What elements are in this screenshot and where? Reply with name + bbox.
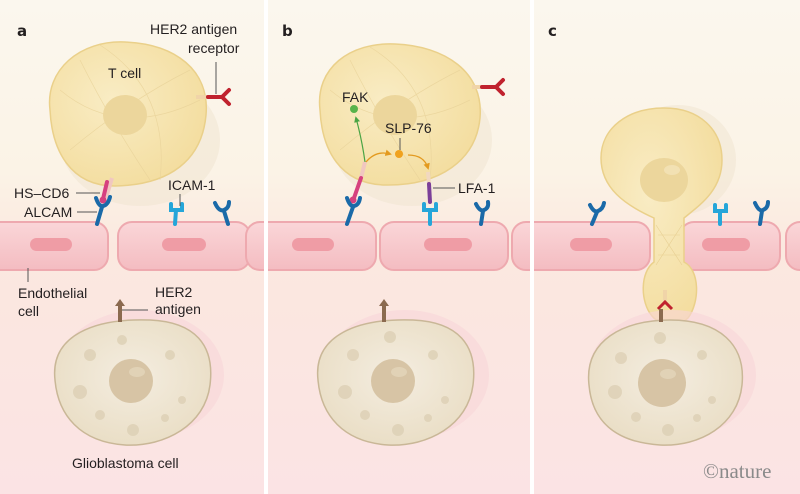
lfa1-icon	[427, 182, 432, 204]
lfa1-activation-arrow	[407, 154, 430, 170]
lfa1-stem	[426, 171, 431, 185]
alcam-icon	[588, 201, 606, 226]
her2-antigen-label-line2: antigen	[155, 301, 201, 317]
glioblastoma-nucleus	[638, 359, 686, 407]
her2-antigen-tip	[379, 299, 389, 306]
nucleus-highlight	[129, 367, 145, 377]
panel-letter-c: c	[548, 22, 557, 40]
slp76-molecule-icon	[395, 150, 403, 158]
t-cell-constriction-fibres	[655, 224, 683, 266]
endothelial-nucleus	[292, 238, 334, 251]
icam1-icon	[713, 203, 728, 226]
fak-label: FAK	[342, 89, 369, 105]
lfa1-label: LFA-1	[458, 180, 496, 196]
panel-divider	[530, 0, 534, 494]
alcam-label: ALCAM	[24, 204, 72, 220]
her2-receptor-icon	[656, 299, 674, 311]
her2-receptor-stem	[196, 95, 210, 99]
panel-c: c ©nature	[548, 22, 771, 483]
t-cell-label: T cell	[108, 65, 141, 81]
t-cell-nucleus	[373, 95, 417, 135]
receptor-icon	[753, 200, 770, 226]
endothelial-nucleus	[30, 238, 72, 251]
her2-receptor-stem	[472, 85, 484, 89]
slp76-activation-arrow	[365, 149, 392, 163]
t-cell-nucleus	[640, 158, 688, 202]
endothelial-nucleus	[570, 238, 612, 251]
endothelial-nucleus	[162, 238, 206, 251]
panel-a: a T cell HER2 antigen receptor HS–CD6 AL…	[14, 21, 240, 471]
hs-cd6-head	[349, 196, 357, 204]
her2-receptor-label-line2: receptor	[188, 40, 240, 56]
t-cell-nucleus	[103, 95, 147, 135]
her2-receptor-label-line1: HER2 antigen	[150, 21, 237, 37]
endothelial-label-line1: Endothelial	[18, 285, 87, 301]
endothelial-layer	[0, 221, 800, 271]
her2-antigen-tip	[115, 299, 125, 306]
icam1-icon	[422, 202, 438, 226]
receptor-icon	[213, 200, 231, 226]
endothelial-label-line2: cell	[18, 303, 39, 319]
glioblastoma-nucleus	[371, 359, 415, 403]
panel-letter-b: b	[282, 22, 293, 40]
glioblastoma-vesicles	[73, 335, 186, 436]
nucleus-highlight	[391, 367, 407, 377]
alcam-icon	[94, 195, 112, 226]
panel-b: b FAK SLP-76 LFA-1	[282, 22, 505, 446]
icam1-icon	[169, 202, 184, 226]
endothelial-nucleus	[702, 238, 750, 251]
fak-molecule-icon	[350, 105, 358, 113]
fak-activation-arrow	[354, 116, 366, 163]
icam1-label: ICAM-1	[168, 177, 216, 193]
endothelial-cell	[785, 221, 800, 271]
receptor-icon	[474, 200, 491, 226]
endothelial-nucleus	[424, 238, 472, 251]
glioblastoma-vesicles	[608, 332, 716, 436]
nucleus-highlight	[660, 369, 676, 379]
glioblastoma-nucleus	[109, 359, 153, 403]
glioblastoma-label: Glioblastoma cell	[72, 455, 179, 471]
hs-cd6-stem	[359, 161, 367, 179]
her2-receptor-icon	[206, 88, 231, 106]
hs-cd6-label: HS–CD6	[14, 185, 69, 201]
nature-credit: ©nature	[703, 459, 771, 483]
hs-cd6-icon	[352, 176, 363, 200]
panel-letter-a: a	[17, 22, 27, 40]
her2-receptor-icon	[480, 78, 505, 96]
nucleus-highlight	[664, 165, 680, 175]
hs-cd6-head	[99, 196, 107, 204]
glioblastoma-vesicles	[338, 331, 449, 436]
her2-antigen-label-line1: HER2	[155, 284, 193, 300]
panel-divider	[264, 0, 268, 494]
hs-cd6-stem	[104, 177, 114, 199]
slp76-label: SLP-76	[385, 120, 432, 136]
alcam-icon	[345, 196, 362, 226]
hs-cd6-icon	[101, 180, 109, 201]
